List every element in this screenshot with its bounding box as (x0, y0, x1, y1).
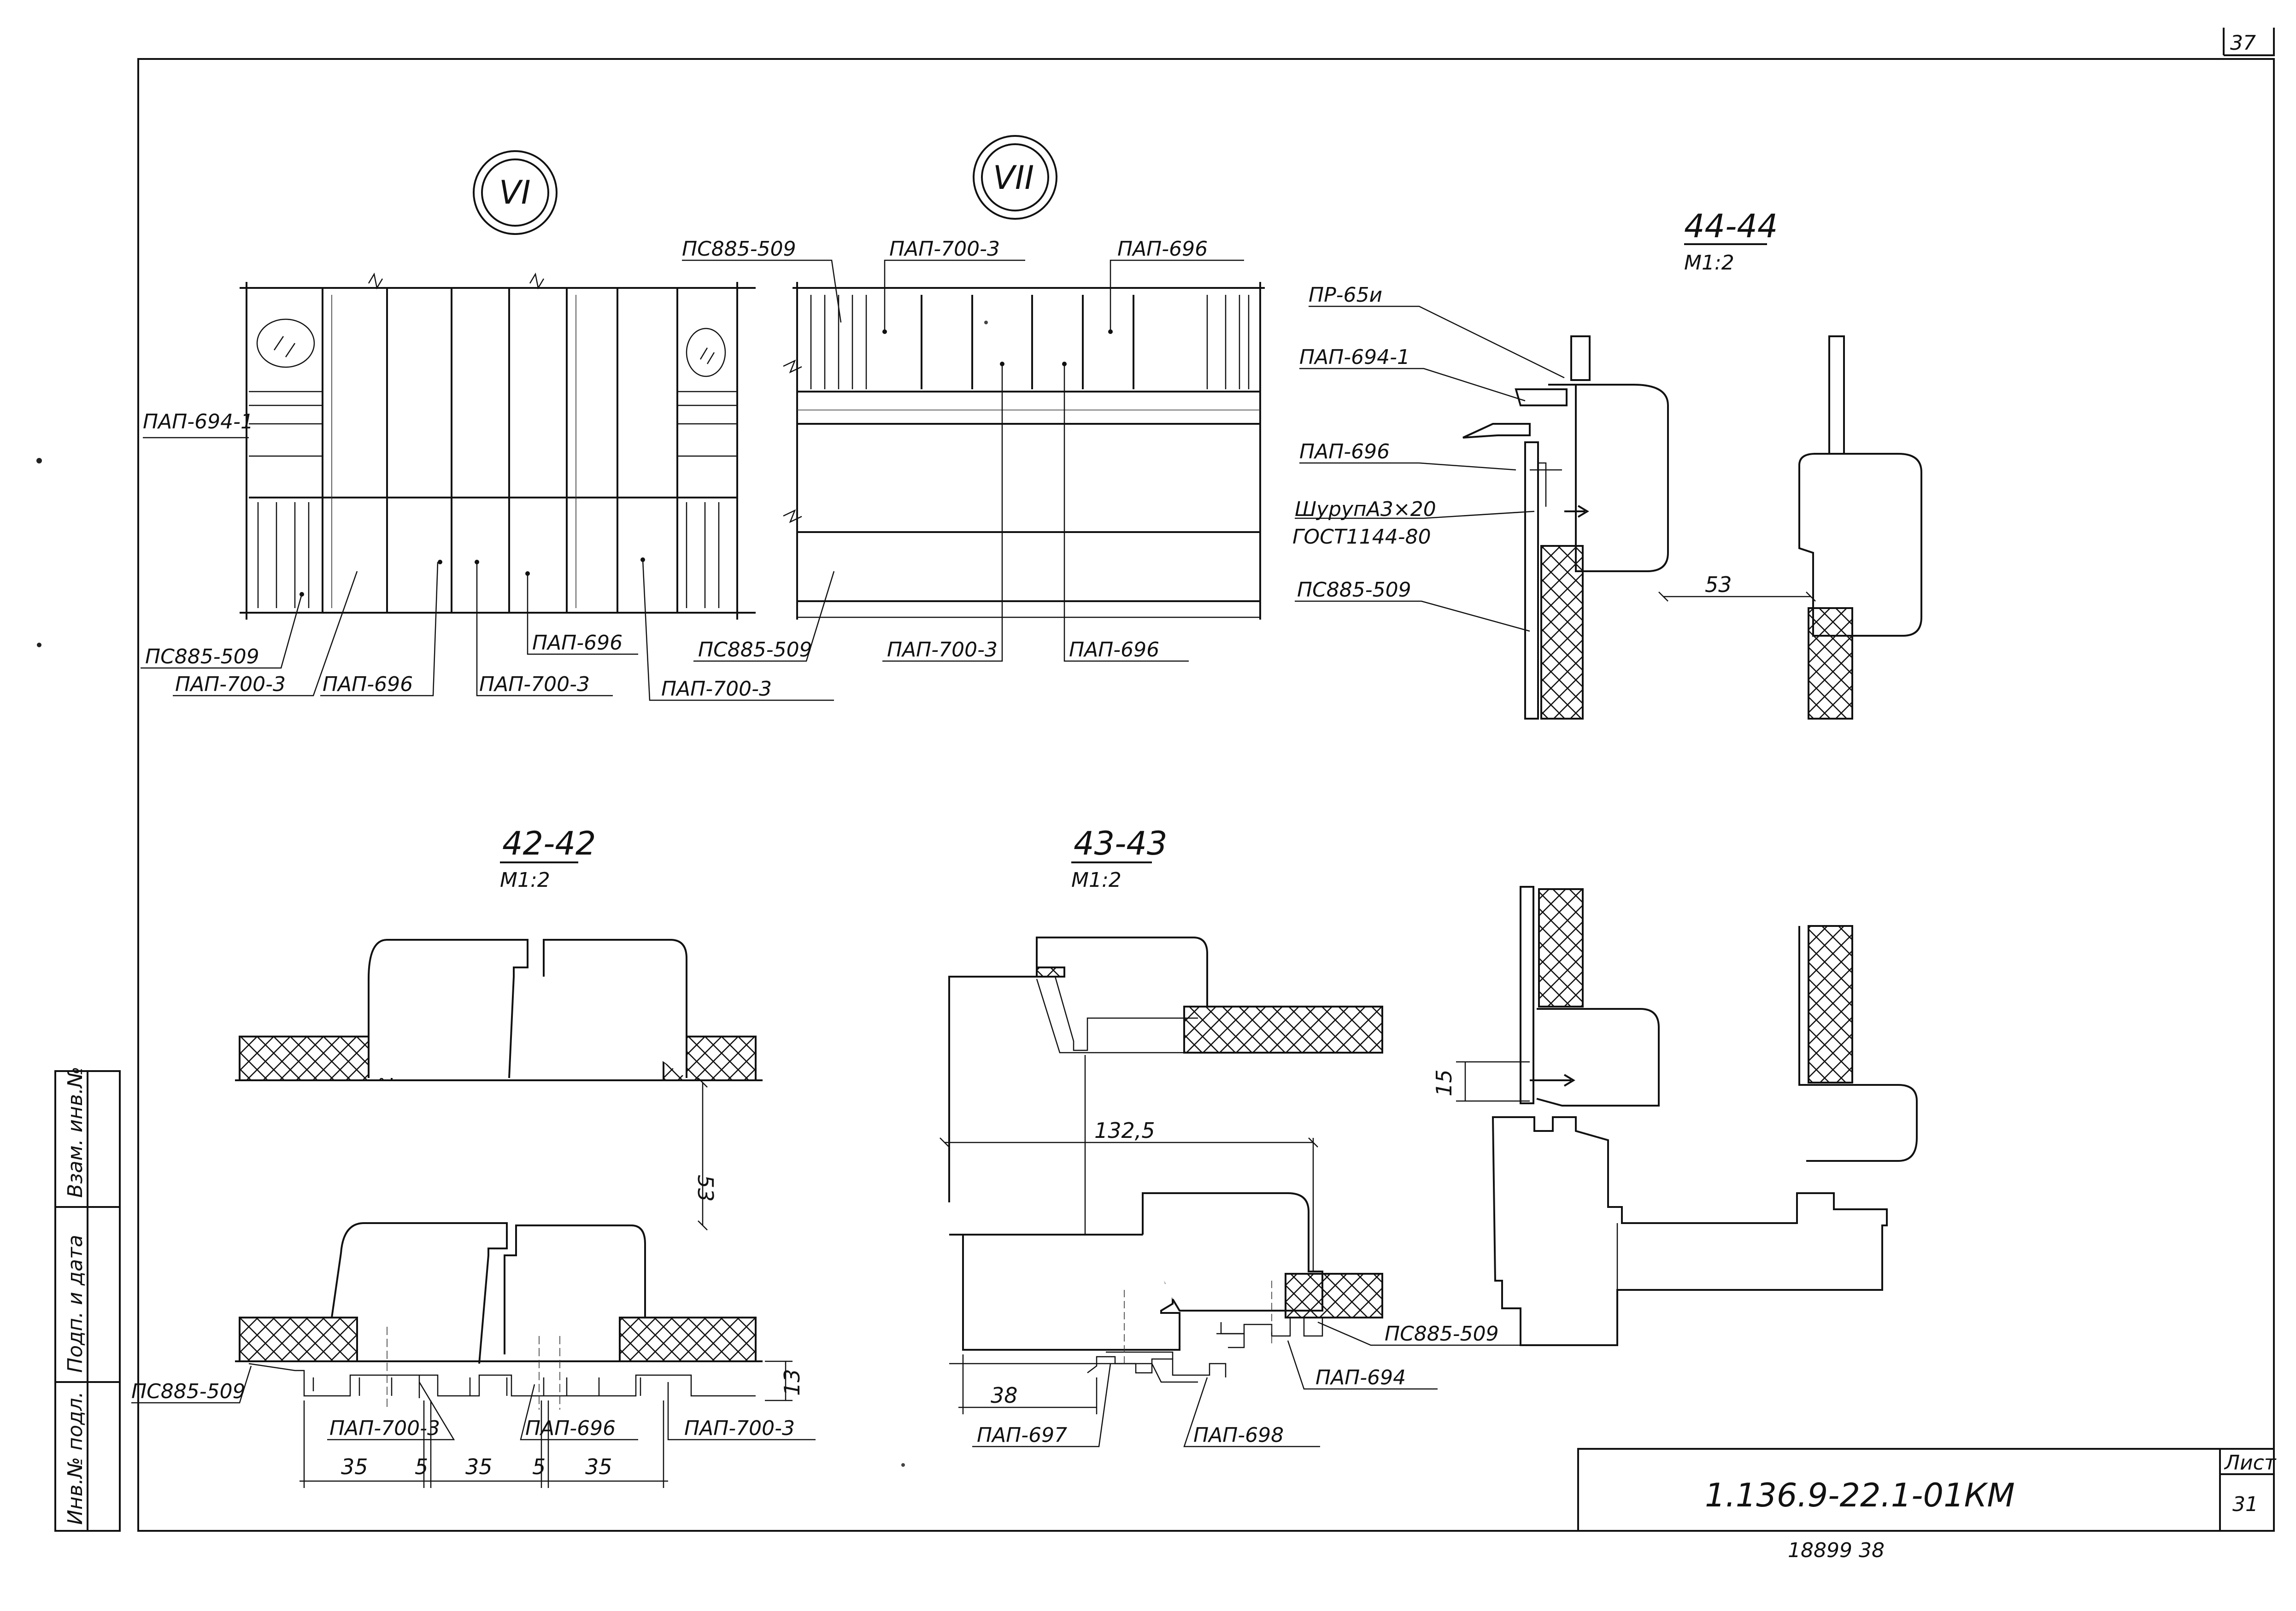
view-vi-elevation: ПАП-694-1 ПС885-509 ПАП-700-3 ПАП-696 ПА… (141, 272, 834, 701)
section44-dim-15: 15 (1432, 1069, 1456, 1096)
view7-label-ps885-509-bottom: ПС885-509 (698, 638, 812, 662)
view6-label-ps885-509: ПС885-509 (145, 645, 259, 668)
stamp-inv-number: Инв.№ подл. (64, 1391, 87, 1525)
view7-label-pap700-3-top: ПАП-700-3 (889, 237, 1000, 261)
section42-dim-35-a: 35 (341, 1454, 368, 1479)
section42-dim-5-a: 5 (415, 1454, 428, 1479)
view6-label-pap696-b: ПАП-696 (532, 631, 622, 655)
section42-label-ps885-509: ПС885-509 (131, 1380, 246, 1403)
view6-label-pap700-3-b: ПАП-700-3 (479, 673, 590, 696)
sheet-number: 31 (2232, 1493, 2258, 1516)
section42-scale: М1:2 (500, 868, 550, 892)
section42-dim-53: 53 (693, 1175, 718, 1202)
section44-label-pap696: ПАП-696 (1299, 440, 1390, 463)
section-44-44-lower: 15 (1432, 886, 1918, 1346)
callout-vi-text: VI (499, 174, 531, 211)
view6-label-pap700-3-a: ПАП-700-3 (175, 673, 286, 696)
section44-label-pap694-1: ПАП-694-1 (1299, 346, 1410, 369)
section42-title: 42-42 (502, 825, 596, 862)
section43-dim-132-5: 132,5 (1094, 1118, 1155, 1143)
section44-label-pr65: ПР-65и (1309, 283, 1382, 307)
section44-scale: М1:2 (1684, 251, 1734, 275)
view7-label-pap696-top: ПАП-696 (1117, 237, 1208, 261)
callout-vii-text: VII (993, 159, 1034, 197)
section42-dim-35-c: 35 (585, 1454, 612, 1479)
section43-title: 43-43 (1074, 825, 1167, 862)
section44-label-gost: ГОСТ1144-80 (1292, 525, 1431, 549)
view6-label-pap700-3-c: ПАП-700-3 (661, 677, 772, 701)
sheet-frame: 37 (137, 28, 2275, 1532)
section43-dim-38: 38 (991, 1383, 1018, 1408)
section42-label-pap696: ПАП-696 (525, 1417, 616, 1440)
callout-vi: VI (473, 150, 558, 235)
section42-label-pap700-3-a: ПАП-700-3 (329, 1417, 440, 1440)
section42-dim-5-b: 5 (532, 1454, 546, 1479)
section44-label-screw: ШурупА3×20 (1295, 498, 1436, 521)
section-43-43: 43-43 М1:2 132,5 38 ПС885-509 ПАП-694 (940, 825, 1530, 1447)
stamp-replaced-inv: Взам. инв.№ (64, 1066, 87, 1198)
archive-number: 18899 38 (1788, 1539, 1885, 1562)
section-44-44: 44-44 М1:2 53 ПР-65и ПАП-694-1 ПАП-696 Ш… (1292, 207, 1922, 720)
scan-artifacts (36, 321, 988, 1467)
section44-title: 44-44 (1684, 207, 1778, 245)
section43-label-ps885-509: ПС885-509 (1385, 1322, 1499, 1346)
view6-label-pap694-1: ПАП-694-1 (143, 410, 253, 434)
callout-vii: VII (973, 135, 1057, 220)
section42-dim-13: 13 (780, 1369, 804, 1396)
view7-label-pap700-3-bottom: ПАП-700-3 (887, 638, 998, 662)
view7-label-ps885-509-top: ПС885-509 (682, 237, 796, 261)
view7-label-pap696-bottom: ПАП-696 (1069, 638, 1159, 662)
section42-label-pap700-3-b: ПАП-700-3 (684, 1417, 795, 1440)
section43-label-pap697: ПАП-697 (977, 1424, 1067, 1447)
view6-label-pap696-a: ПАП-696 (323, 673, 413, 696)
stamp-signature-date: Подп. и дата (64, 1235, 87, 1373)
section43-label-pap698: ПАП-698 (1193, 1424, 1284, 1447)
section42-dim-35-b: 35 (465, 1454, 493, 1479)
drawing-code: 1.136.9-22.1-01КМ (1705, 1476, 2015, 1514)
view-vii-elevation: ПС885-509 ПАП-700-3 ПАП-696 ПС885-509 ПА… (682, 237, 1265, 662)
page-corner-number: 37 (2230, 31, 2256, 55)
section43-scale: М1:2 (1071, 868, 1122, 892)
section44-dim-53: 53 (1705, 572, 1732, 597)
section44-label-ps885-509: ПС885-509 (1297, 578, 1411, 602)
section-42-42: 42-42 М1:2 53 13 ПС885-509 ПАП-700-3 ПАП… (131, 825, 816, 1488)
margin-stamp: Инв.№ подл. Подп. и дата Взам. инв.№ (54, 1066, 121, 1532)
title-block: 1.136.9-22.1-01КМ Лист 31 18899 38 (1577, 1448, 2277, 1562)
section43-label-pap694: ПАП-694 (1315, 1366, 1406, 1389)
sheet-label: Лист (2224, 1451, 2277, 1475)
